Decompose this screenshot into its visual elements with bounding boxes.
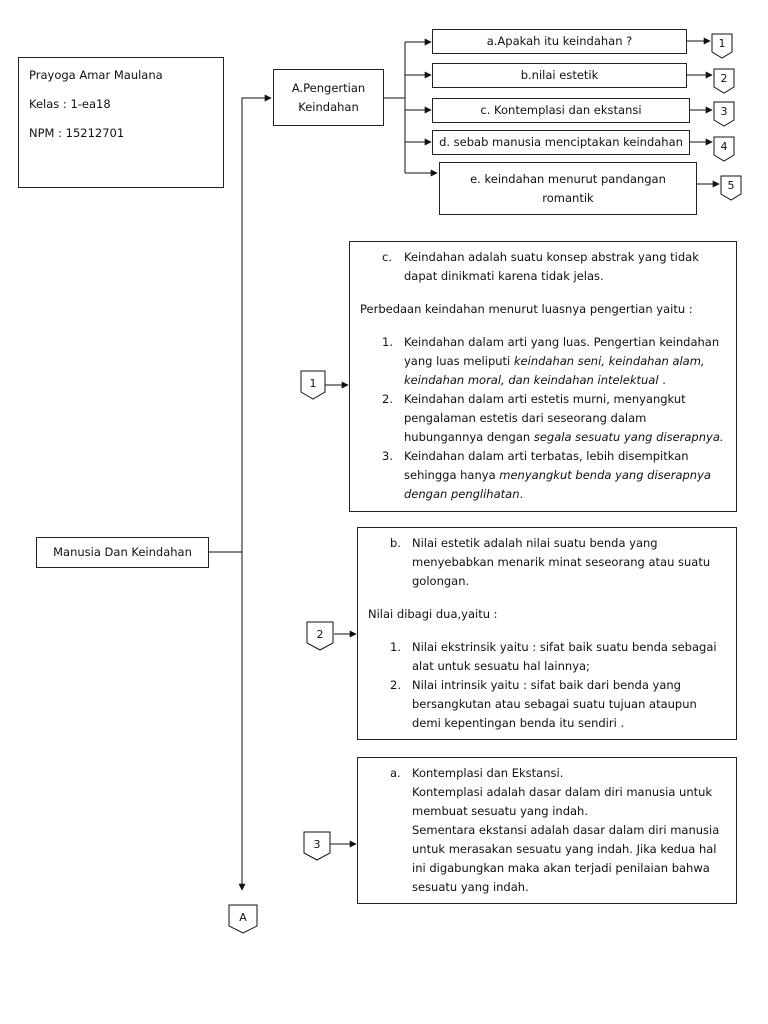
- ref-marker-3: 3: [713, 101, 735, 127]
- detail-ref-marker-2: 2: [306, 621, 334, 651]
- detail-ref-marker-1: 1: [300, 370, 326, 400]
- root-node: Manusia Dan Keindahan: [36, 537, 209, 568]
- detail-intro: Perbedaan keindahan menurut luasnya peng…: [360, 302, 693, 316]
- detail-heading: b. Nilai estetik adalah nilai suatu bend…: [390, 536, 711, 588]
- list-item: 2. Nilai intrinsik yaitu : sifat baik da…: [390, 678, 697, 730]
- ref-marker-1: 1: [711, 33, 733, 59]
- subtopic-label: b.nilai estetik: [520, 68, 599, 82]
- subtopic-label: e. keindahan menurut pandangan romantik: [470, 171, 666, 205]
- continuation-marker: A: [228, 904, 258, 934]
- root-label: Manusia Dan Keindahan: [53, 545, 192, 559]
- list-item: 3. Keindahan dalam arti terbatas, lebih …: [382, 449, 711, 501]
- subtopic-label: a.Apakah itu keindahan ?: [486, 34, 633, 48]
- detail-box-1: c. Keindahan adalah suatu konsep abstrak…: [349, 241, 737, 512]
- detail-heading: a. Kontemplasi dan Ekstansi.: [390, 766, 564, 780]
- subtopic-node-a: a.Apakah itu keindahan ?: [432, 29, 687, 54]
- subtopic-node-b: b.nilai estetik: [432, 63, 687, 88]
- topic-connector: [241, 94, 272, 552]
- author-info-box: Prayoga Amar Maulana Kelas : 1-ea18 NPM …: [18, 57, 224, 188]
- detail-list: 1. Nilai ekstrinsik yaitu : sifat baik s…: [368, 638, 726, 733]
- detail-paragraph: Sementara ekstansi adalah dasar dalam di…: [412, 823, 720, 894]
- detail-box-3: a. Kontemplasi dan Ekstansi. Kontemplasi…: [357, 757, 737, 904]
- subtopic-node-d: d. sebab manusia menciptakan keindahan: [432, 130, 690, 155]
- list-item: 2. Keindahan dalam arti estetis murni, m…: [382, 392, 724, 444]
- ref-marker-5: 5: [720, 175, 742, 201]
- author-name: Prayoga Amar Maulana: [29, 68, 163, 82]
- subtopic-label: c. Kontemplasi dan ekstansi: [480, 103, 642, 117]
- detail-list: 1. Keindahan dalam arti yang luas. Penge…: [360, 333, 726, 504]
- list-item: 1. Nilai ekstrinsik yaitu : sifat baik s…: [390, 640, 717, 673]
- detail-ref-marker-3: 3: [303, 831, 331, 861]
- detail-intro: Nilai dibagi dua,yaitu :: [368, 607, 498, 621]
- ref-marker-2: 2: [713, 68, 735, 94]
- detail-box-2: b. Nilai estetik adalah nilai suatu bend…: [357, 527, 737, 740]
- author-class: Kelas : 1-ea18: [29, 97, 111, 111]
- author-npm: NPM : 15212701: [29, 126, 125, 140]
- topic-node: A.Pengertian Keindahan: [273, 69, 384, 126]
- ref-marker-4: 4: [713, 136, 735, 162]
- detail-heading: c. Keindahan adalah suatu konsep abstrak…: [382, 250, 699, 283]
- subtopic-node-c: c. Kontemplasi dan ekstansi: [432, 98, 690, 123]
- list-item: 1. Keindahan dalam arti yang luas. Penge…: [382, 335, 720, 387]
- subtopic-node-e: e. keindahan menurut pandangan romantik: [439, 162, 697, 215]
- subtopic-label: d. sebab manusia menciptakan keindahan: [439, 135, 683, 149]
- detail-paragraph: Kontemplasi adalah dasar dalam diri manu…: [412, 785, 713, 818]
- topic-label: A.Pengertian Keindahan: [291, 80, 366, 114]
